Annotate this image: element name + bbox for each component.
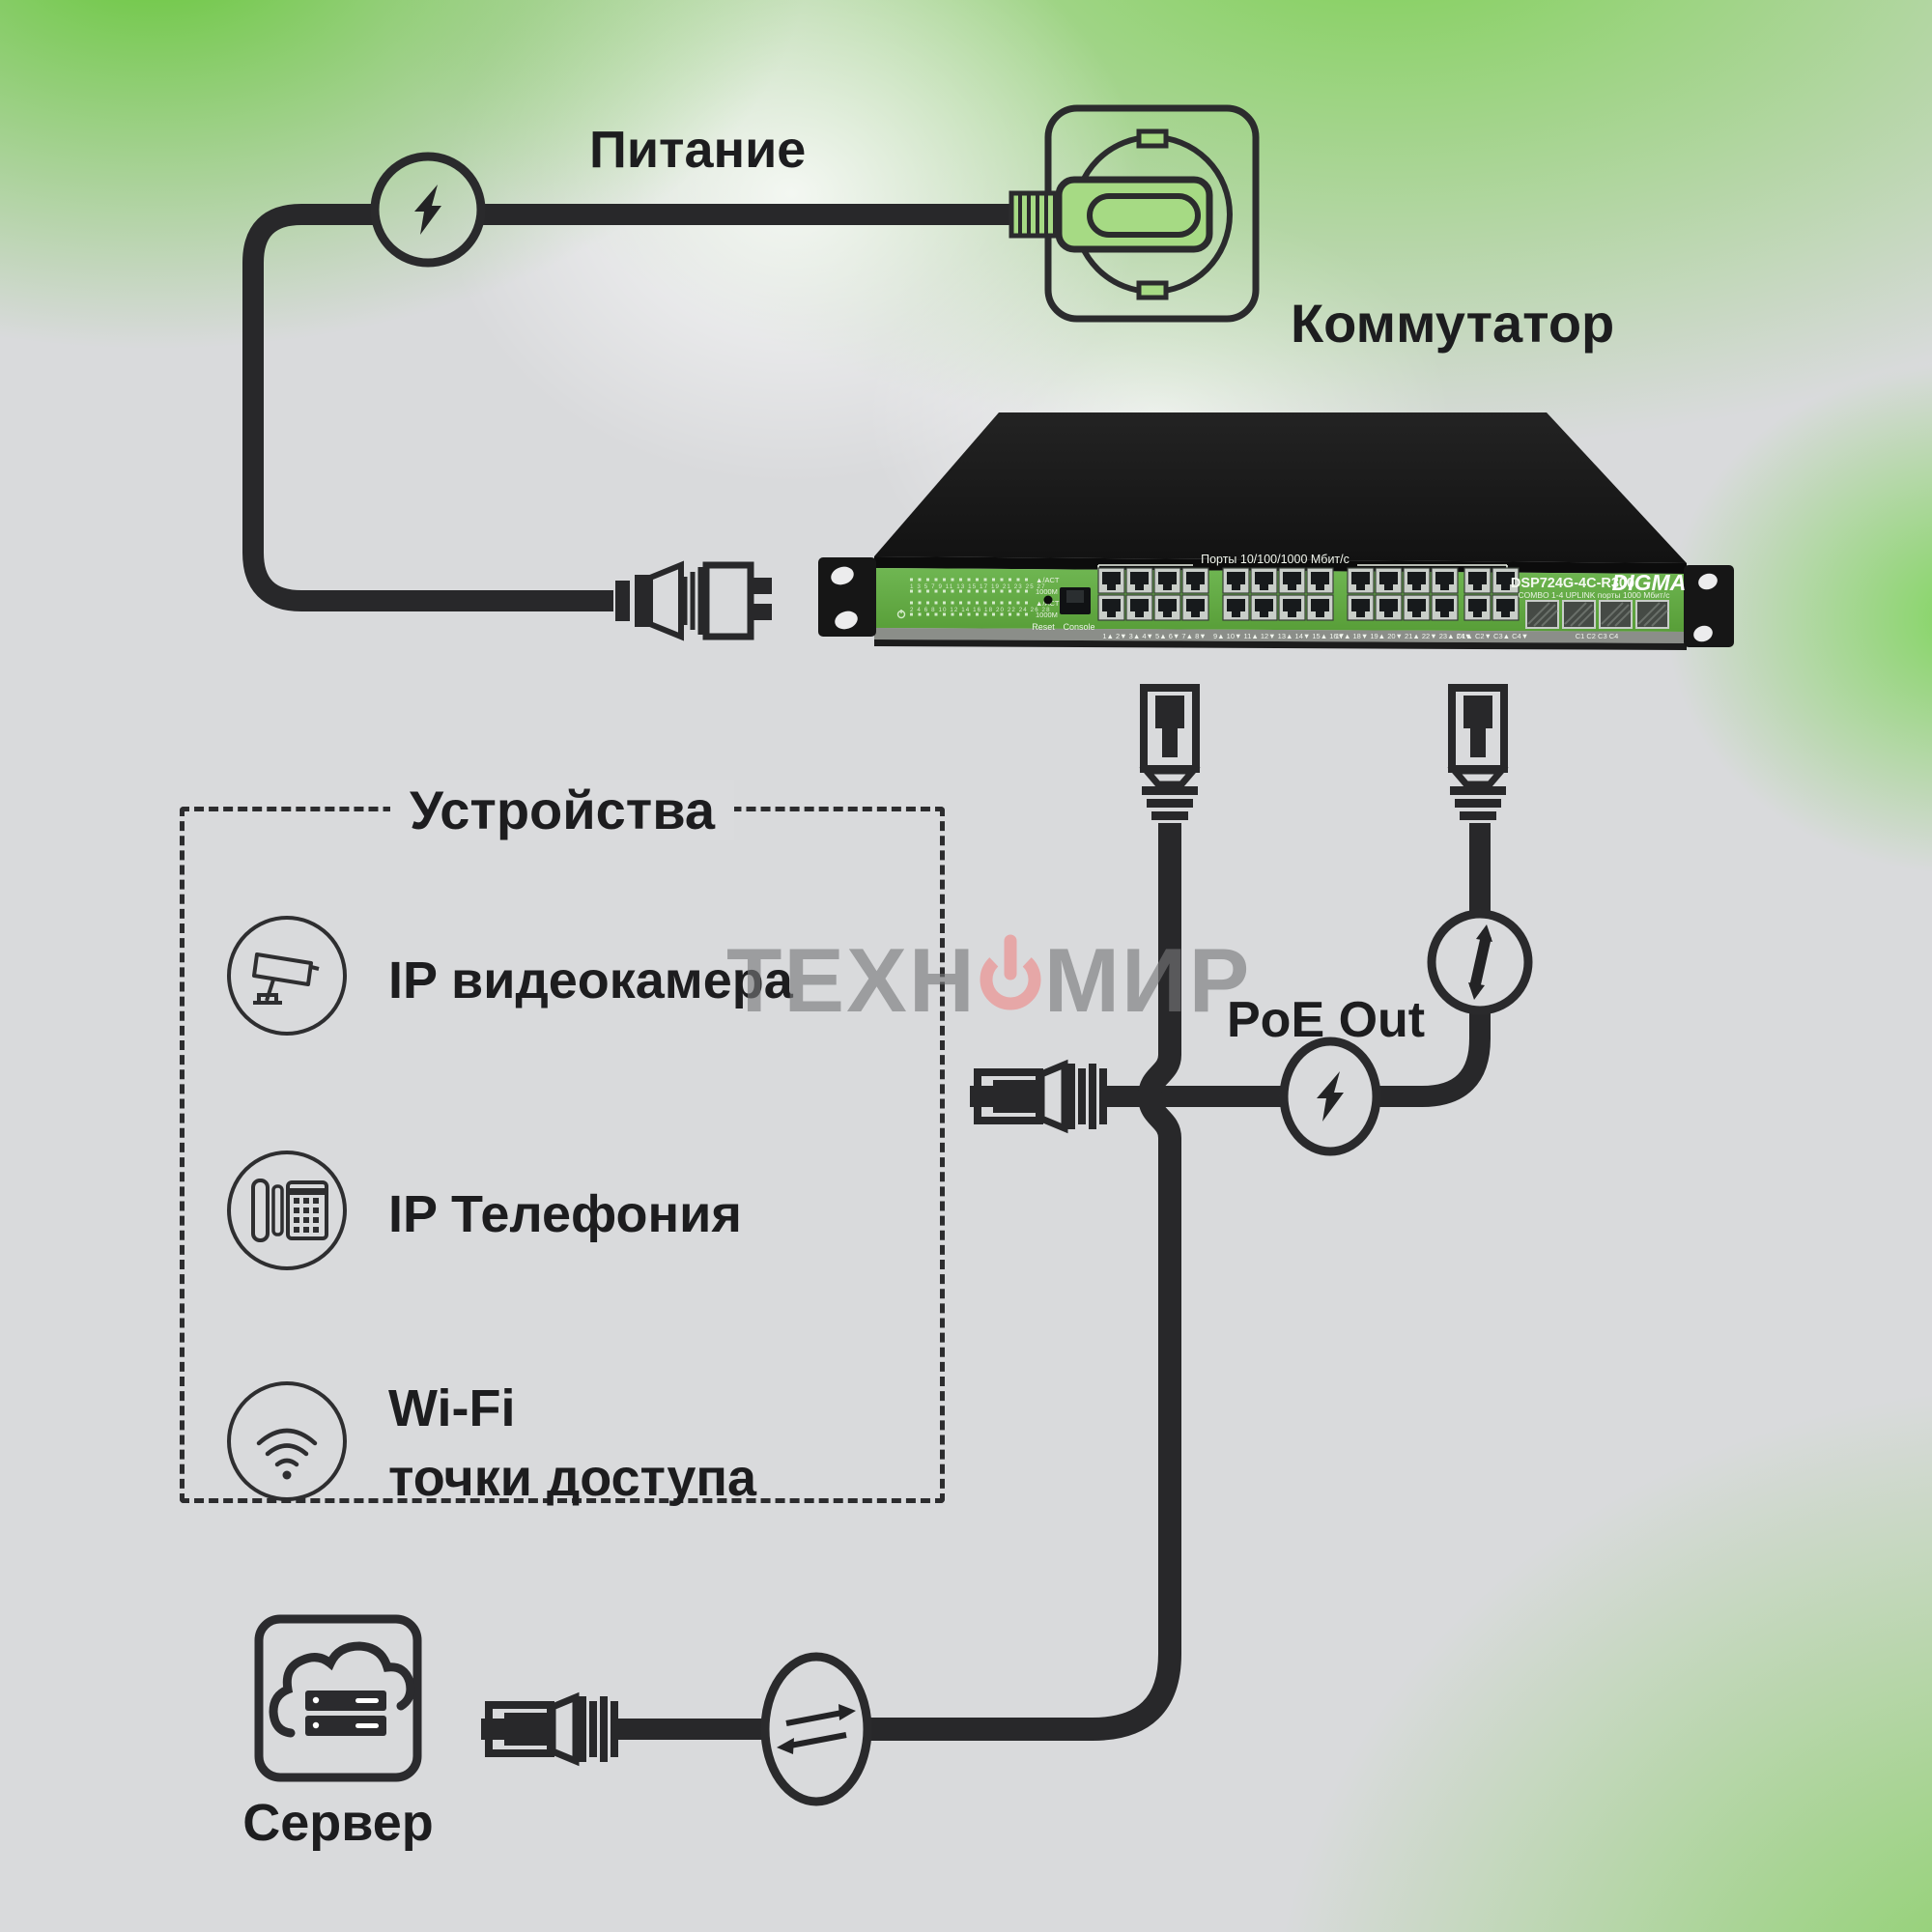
svg-text:COMBO 1-4 UPLINK порты 1000 Мб: COMBO 1-4 UPLINK порты 1000 Мбит/с bbox=[1519, 590, 1671, 600]
switch-top-face bbox=[874, 412, 1687, 563]
brand-logo: DIGMA bbox=[1612, 570, 1687, 595]
badges bbox=[370, 152, 1533, 1806]
svg-text:9▲ 10▼ 11▲ 12▼ 13▲ 14▼ 1: 9▲ 10▼ 11▲ 12▼ 13▲ 14▼ 15▲ 16▼ bbox=[1213, 632, 1345, 640]
server-icon bbox=[254, 1614, 422, 1782]
cables bbox=[242, 204, 1491, 1741]
svg-text:1▲ 2▼ 3▲ 4▼ 5▲ 6▼ 7▲ 8▼: 1▲ 2▼ 3▲ 4▼ 5▲ 6▼ 7▲ 8▼ bbox=[1102, 632, 1206, 640]
ip-phone-icon bbox=[227, 1151, 347, 1270]
poe-out-label: PoE Out bbox=[1227, 992, 1426, 1048]
svg-text:1 3 5 7 9 11 13 15 17 19 21 23: 1 3 5 7 9 11 13 15 17 19 21 23 25 27 bbox=[910, 583, 1046, 590]
svg-text:17▲ 18▼ 19▲ 20▼ 21▲ 22▼: 17▲ 18▼ 19▲ 20▼ 21▲ 22▼ 23▲ 24▼ bbox=[1336, 632, 1472, 640]
svg-text:Порты 10/100/1000 Мбит/с: Порты 10/100/1000 Мбит/с bbox=[1201, 553, 1350, 566]
power-label: Питание bbox=[589, 121, 807, 179]
cctv-camera-icon bbox=[227, 916, 347, 1036]
svg-text:1000M: 1000M bbox=[1036, 587, 1058, 596]
ports-banner: Порты 10/100/1000 Мбит/с bbox=[1097, 553, 1508, 570]
watermark-left: ТЕХН bbox=[726, 929, 977, 1031]
console-port bbox=[1060, 587, 1091, 614]
devices-title: Устройства bbox=[180, 779, 945, 841]
power-socket-icon bbox=[1009, 104, 1260, 323]
svg-text:C1▲ C2▼ C3▲ C4▼: C1▲ C2▼ C3▲ C4▼ bbox=[1457, 632, 1528, 640]
svg-text:1000M: 1000M bbox=[1036, 611, 1058, 619]
rj45-connector-up-right bbox=[1450, 688, 1506, 820]
watermark-right: МИР bbox=[1043, 929, 1252, 1031]
transfer-icon bbox=[760, 1652, 872, 1806]
lightning-icon bbox=[370, 152, 486, 268]
transfer-icon-vertical bbox=[1427, 909, 1533, 1015]
svg-text:▲/ACT: ▲/ACT bbox=[1036, 576, 1060, 584]
watermark: ТЕХН МИР bbox=[726, 925, 1251, 1036]
rj45-connector-poe bbox=[970, 1064, 1107, 1129]
switch-device: ▲/ACT 1 3 5 7 9 11 13 15 17 19 21 23 25 … bbox=[818, 412, 1734, 650]
led-block: ▲/ACT 1 3 5 7 9 11 13 15 17 19 21 23 25 … bbox=[896, 576, 1060, 619]
power-plug-icon bbox=[615, 560, 772, 641]
svg-text:2 4 6 8 10 12 14 16 18 20 22 2: 2 4 6 8 10 12 14 16 18 20 22 24 26 28 bbox=[910, 607, 1051, 613]
power-symbol-icon bbox=[979, 931, 1042, 1036]
reset-hole bbox=[1043, 595, 1053, 605]
rj45-connector-server bbox=[481, 1696, 618, 1762]
rack-ear-left bbox=[818, 557, 876, 637]
device-camera-label: IP видеокамера bbox=[388, 952, 793, 1009]
poe-lightning-icon bbox=[1279, 1037, 1381, 1156]
svg-text:Console: Console bbox=[1063, 622, 1094, 632]
device-phone-label: IP Телефония bbox=[388, 1185, 742, 1243]
port-labels: 1▲ 2▼ 3▲ 4▼ 5▲ 6▼ 7▲ 8▼ 9▲ 10▼ 11▲ 12▼ 1… bbox=[1102, 632, 1618, 640]
rack-ear-right bbox=[1684, 565, 1734, 647]
svg-text:DSP724G-4C-R300: DSP724G-4C-R300 bbox=[1511, 576, 1634, 591]
downlink-cable bbox=[869, 823, 1181, 1741]
svg-text:C1 C2 C3: C1 C2 C3 C4 bbox=[1576, 632, 1619, 640]
switch-label: Коммутатор bbox=[1291, 293, 1615, 354]
rj45-connector-up-left bbox=[1142, 688, 1198, 820]
device-wifi-label: Wi-Fi точки доступа bbox=[388, 1379, 757, 1507]
server-label: Сервер bbox=[242, 1794, 434, 1852]
svg-text:Reset: Reset bbox=[1032, 622, 1055, 632]
